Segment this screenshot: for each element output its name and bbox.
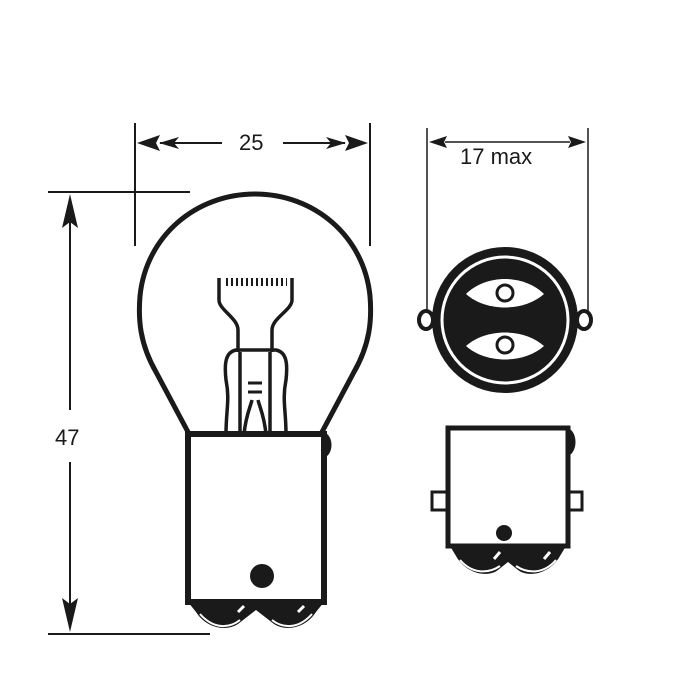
- locating-pin-left: [417, 309, 435, 331]
- height-label: 47: [53, 424, 82, 452]
- base-diameter-label: 17 max: [460, 144, 533, 169]
- solder-contacts: [188, 602, 324, 628]
- base-notch: [568, 428, 576, 456]
- base-dot: [250, 564, 274, 588]
- locating-pin-right: [575, 309, 593, 331]
- width-dimension: [134, 123, 371, 246]
- contact-hole-bottom: [495, 335, 515, 355]
- base-side-view: [430, 425, 584, 574]
- bottom-view: [417, 247, 593, 393]
- solder-contacts: [450, 546, 566, 574]
- width-label: 25: [235, 131, 268, 155]
- glass-bulb: [136, 191, 374, 434]
- height-dimension: [48, 191, 210, 635]
- locating-pin: [324, 432, 332, 458]
- filament-assembly: [217, 278, 294, 435]
- side-view: [136, 191, 374, 628]
- base-rim: [432, 247, 578, 393]
- contact-hole-top: [495, 283, 515, 303]
- base-dot: [496, 525, 512, 541]
- base-diameter-dimension: [426, 128, 589, 312]
- base-inner-ring: [440, 255, 570, 385]
